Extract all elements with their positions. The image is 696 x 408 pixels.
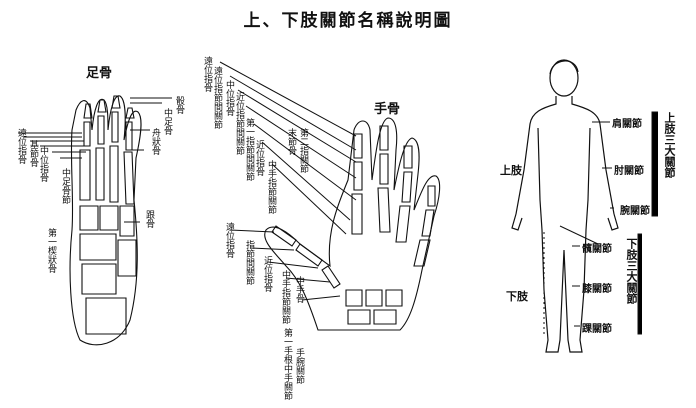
lower-limb-label: 下肢 xyxy=(506,290,528,303)
foot-label-distal-phalanx: 遠位指骨 xyxy=(16,128,26,164)
hand-label-mcp-joint: 中手指節關節 xyxy=(266,160,276,214)
foot-label-middle-phalanx: 中位指骨 xyxy=(38,146,48,182)
foot-label-metatarsal-sesamoid: 中足骨節 xyxy=(60,168,70,204)
hand-label-dip-joint: 遠位指節間關節 xyxy=(212,66,222,129)
ankle-joint-label: 踝關節 xyxy=(582,324,612,335)
shoulder-joint-label: 肩關節 xyxy=(612,119,642,130)
body-figure-drawing xyxy=(511,59,658,353)
hand-label-thumb-proximal: 近位指骨 xyxy=(262,256,272,292)
foot-label-proximal-phalanx: 基節骨 xyxy=(28,140,38,167)
foot-label-calcaneus: 跟骨 xyxy=(144,210,154,228)
hand-label-cmc-joint: 第一手根中手關節 xyxy=(282,328,292,400)
hand-label-thumb-mcp: 中手指節關節 xyxy=(280,270,290,324)
foot-label-navicular: 舟狀骨 xyxy=(150,128,160,155)
diagram-title: 上、下肢關節名稱說明圖 xyxy=(243,11,453,31)
hand-label-second-end: 末節骨 xyxy=(286,128,296,155)
hand-label-pip-joint: 近位指節間關節 xyxy=(234,92,244,155)
upper-limb-label: 上肢 xyxy=(500,164,522,177)
hand-bones-drawing xyxy=(219,61,441,331)
hand-label-second-dip: 第一指節間關節 xyxy=(244,118,254,181)
hand-panel: 手骨 遠 xyxy=(190,0,490,408)
body-panel: 上肢 下肢 肩關節 肘關節 腕關節 髖關節 膝關節 踝關節 上肢三大關節 下肢三… xyxy=(480,0,696,408)
hand-label-thumb-ip-joint: 指節間關節 xyxy=(244,240,254,285)
hand-label-proximal-phalanx: 近位指骨 xyxy=(254,140,264,176)
foot-label-metatarsal: 中足骨 xyxy=(162,108,172,135)
wrist-joint-label: 腕關節 xyxy=(620,206,650,217)
hand-label-metacarpal: 中手骨 xyxy=(294,276,304,303)
upper-three-joints-label: 上肢三大關節 xyxy=(663,112,676,178)
elbow-joint-label: 肘關節 xyxy=(614,166,644,177)
hand-label-thumb-distal: 遠位指骨 xyxy=(224,222,234,258)
hand-heading: 手骨 xyxy=(374,102,401,117)
hand-label-middle-phalanx: 中位指骨 xyxy=(224,80,234,116)
hand-label-distal-phalanx: 遠位指骨 xyxy=(202,56,212,92)
foot-heading: 足骨 xyxy=(86,66,113,81)
knee-joint-label: 膝關節 xyxy=(582,284,612,295)
foot-label-cuboid: 骰骨 xyxy=(174,96,184,114)
foot-panel: 足骨 xyxy=(0,0,200,408)
foot-label-medial-cuneiform: 第一楔狀骨 xyxy=(46,228,56,273)
hand-label-wrist-joint: 手腕關節 xyxy=(294,348,304,384)
foot-bones-drawing xyxy=(18,95,172,346)
hand-label-second-joint: 第二指關節 xyxy=(298,128,308,173)
hip-joint-label: 髖關節 xyxy=(582,244,612,255)
lower-three-joints-label: 下肢三大關節 xyxy=(625,238,638,304)
